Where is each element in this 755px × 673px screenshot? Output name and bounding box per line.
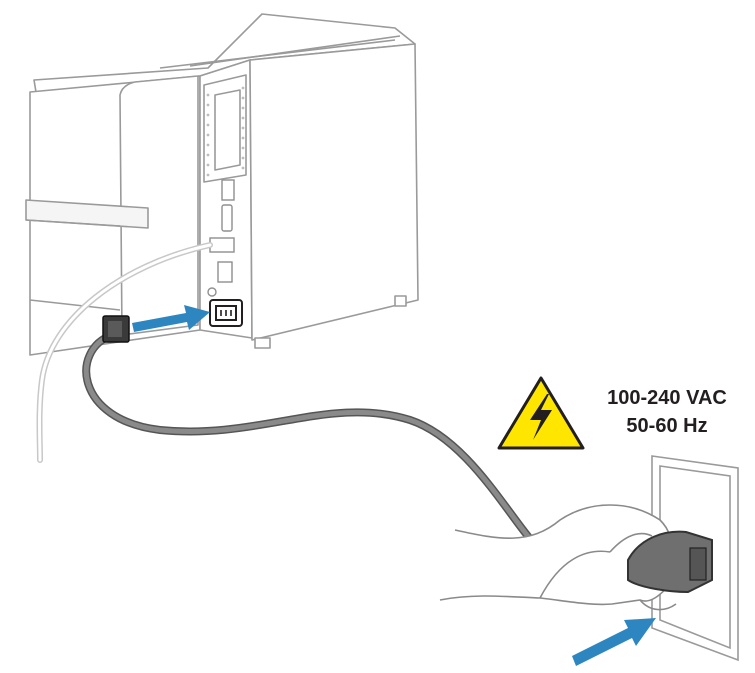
cord-connector [102, 315, 130, 343]
insert-arrow-icon [132, 305, 210, 332]
rear-ports [207, 179, 235, 297]
rear-vent-pattern [206, 86, 245, 177]
electrical-hazard-icon [497, 376, 585, 450]
power-cord [82, 331, 544, 554]
power-inlet [209, 299, 243, 327]
frequency-label: 50-60 Hz [626, 415, 708, 437]
plug-in-arrow-icon [572, 618, 656, 666]
voltage-label: 100-240 VAC [607, 387, 727, 409]
power-rating-label: 100-240 VAC 50-60 Hz [592, 384, 742, 440]
wall-plug [627, 530, 713, 594]
